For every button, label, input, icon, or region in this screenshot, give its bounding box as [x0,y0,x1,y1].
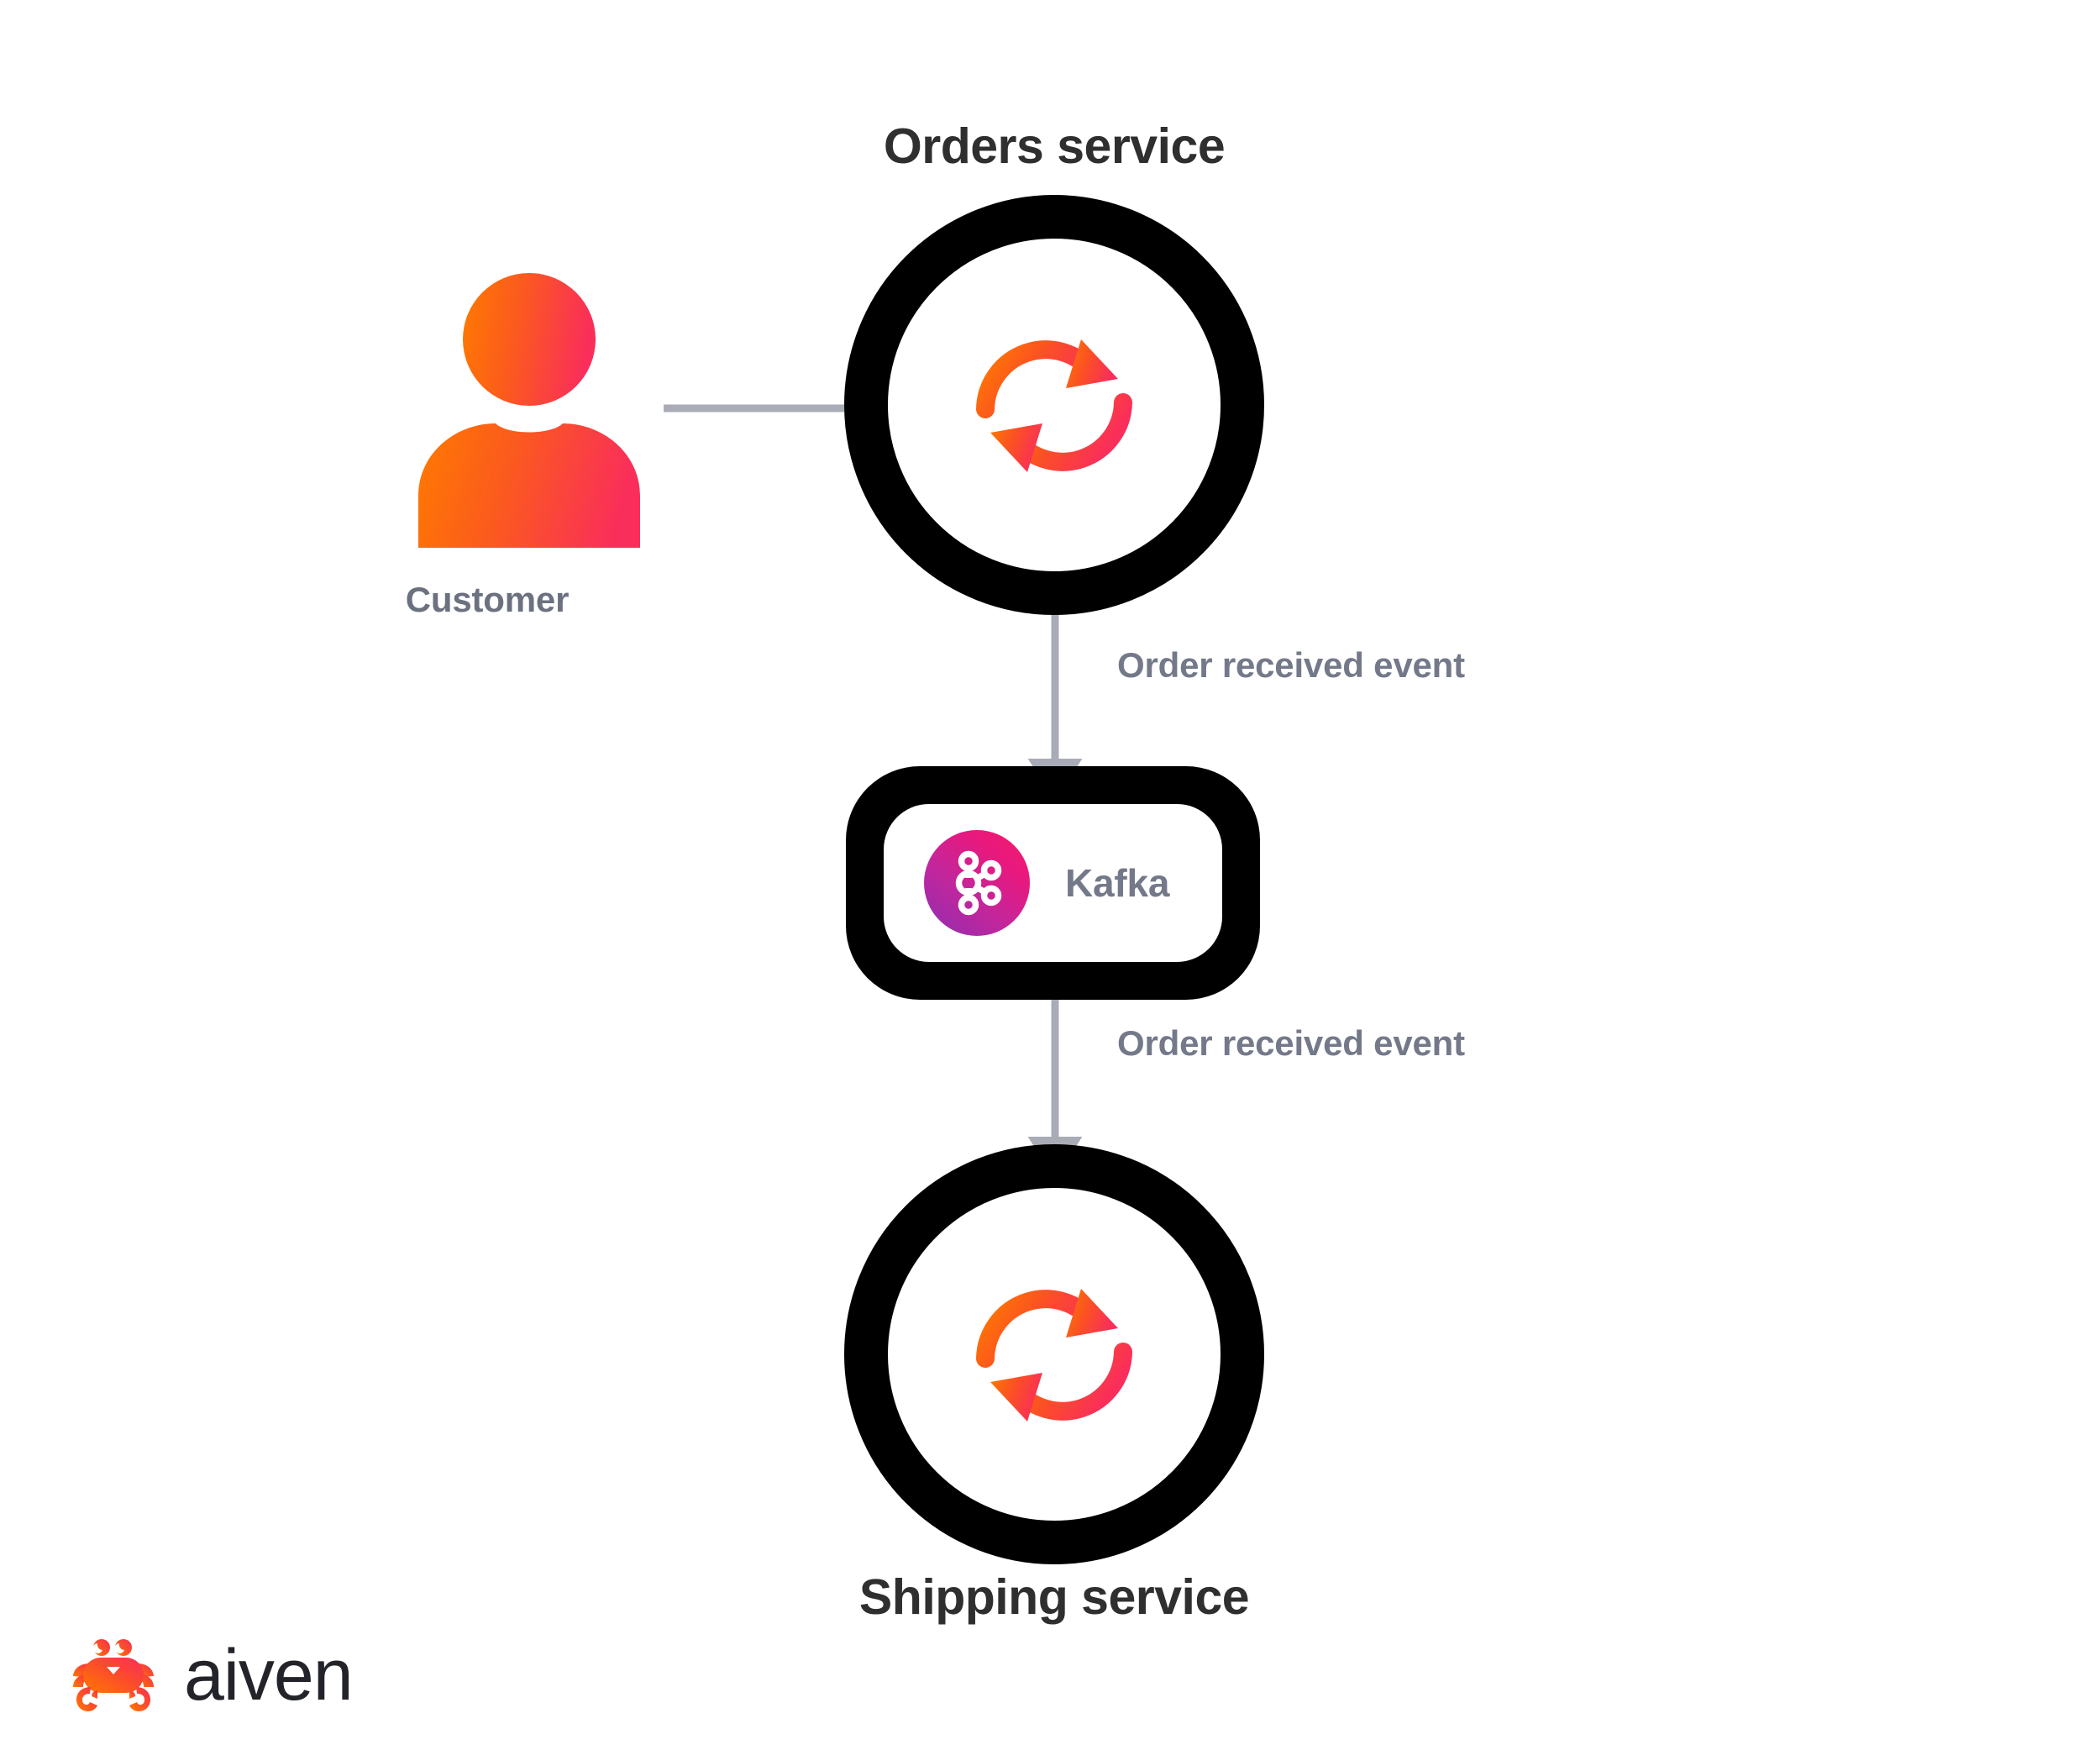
kafka-node[interactable]: Kafka [846,766,1260,1000]
shipping-service-title: Shipping service [858,1569,1250,1625]
crab-icon [73,1639,154,1711]
sync-icon [976,1289,1132,1422]
edge-label-order-received-1: Order received event [1117,645,1465,685]
customer-label: Customer [405,580,570,619]
orders-service-title: Orders service [883,118,1226,174]
edge-label-order-received-2: Order received event [1117,1023,1465,1063]
kafka-logo-icon [924,830,1030,936]
kafka-label: Kafka [1065,861,1170,905]
aiven-wordmark: aiven [184,1635,354,1716]
orders-service-node[interactable] [844,195,1264,615]
shipping-service-node[interactable] [844,1144,1264,1564]
kafka-node-inner: Kafka [884,804,1222,962]
customer-icon [418,273,640,548]
aiven-logo: aiven [71,1635,354,1716]
sync-icon [976,339,1132,472]
